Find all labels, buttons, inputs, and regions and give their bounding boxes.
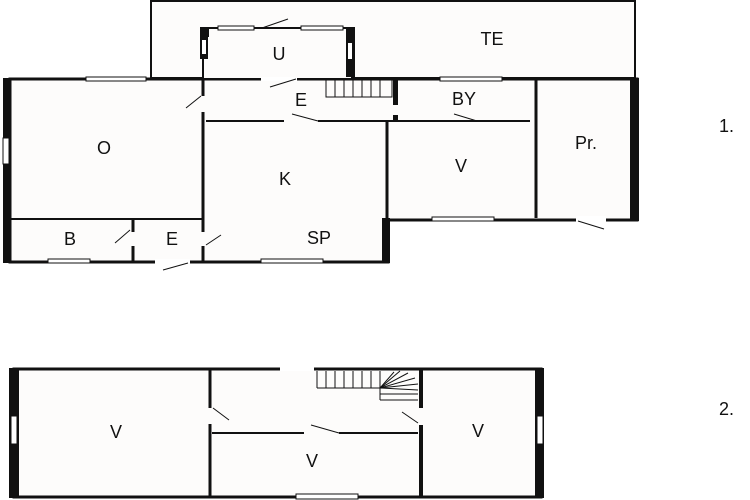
room-label-e-hall: E	[295, 90, 307, 110]
room-label-pr: Pr.	[575, 133, 597, 153]
room-label-u: U	[273, 44, 286, 64]
floor-label-2: 2.	[719, 399, 734, 419]
room-label-sp: SP	[307, 228, 331, 248]
staircase-floor-2	[316, 370, 419, 401]
room-label-b: B	[64, 229, 76, 249]
floor-2: V V V 2.	[9, 367, 734, 500]
staircase-floor-1	[325, 79, 393, 98]
room-label-v: V	[455, 156, 467, 176]
room-label-v-middle: V	[306, 451, 318, 471]
room-label-by: BY	[452, 89, 476, 109]
room-label-k: K	[279, 169, 291, 189]
floor-label-1: 1.	[719, 116, 734, 136]
room-label-o: O	[97, 138, 111, 158]
room-label-e-entry: E	[166, 229, 178, 249]
floor-1: TE U E BY O K V Pr. B E SP 1.	[2, 0, 734, 271]
room-label-v-left: V	[110, 422, 122, 442]
room-label-v-right: V	[472, 421, 484, 441]
room-label-te: TE	[480, 29, 503, 49]
